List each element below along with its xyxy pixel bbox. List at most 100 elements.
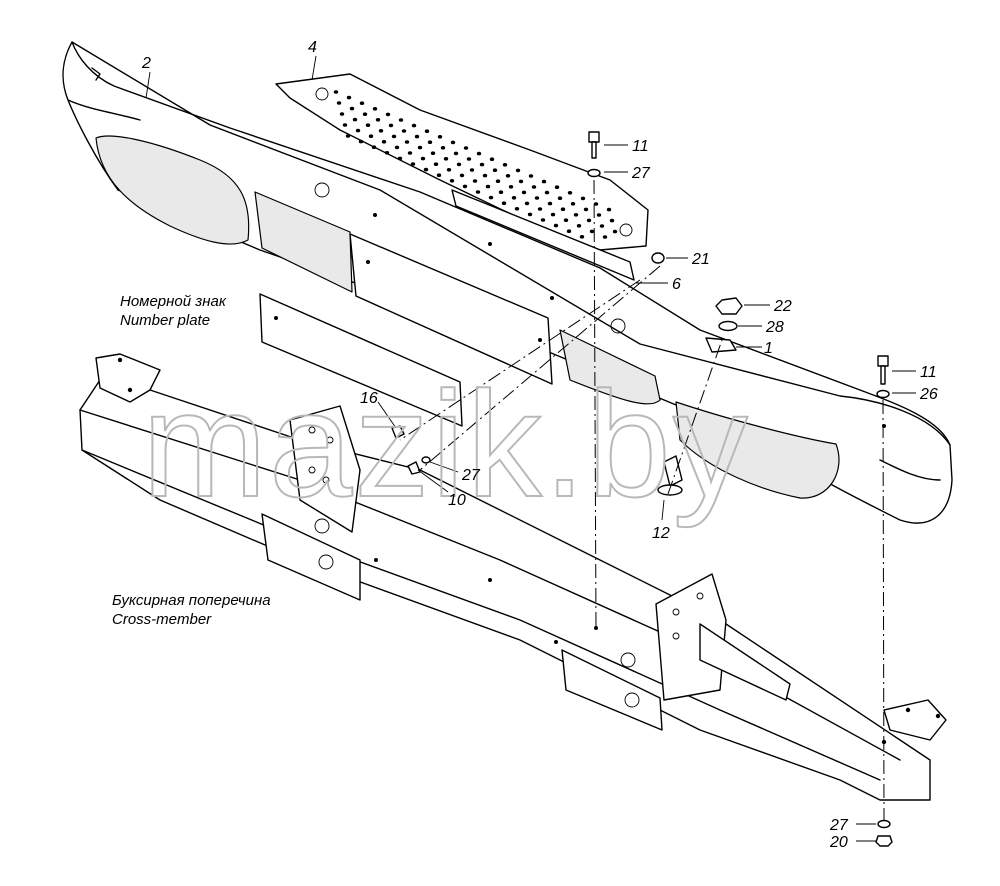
perforation-hole [505, 174, 511, 178]
perforation-hole [540, 218, 546, 222]
perforation-hole [541, 179, 547, 184]
perforation-hole [531, 185, 537, 189]
perforation-hole [583, 207, 589, 212]
perforation-hole [385, 112, 391, 117]
callout-11-upper: 11 [632, 138, 649, 155]
perforation-hole [515, 168, 521, 173]
perforation-hole [437, 135, 443, 139]
callout-27-middle: 27 [461, 467, 481, 484]
perforation-hole [560, 207, 566, 211]
perforation-hole [427, 140, 433, 144]
perforation-hole [391, 134, 397, 139]
perforation-hole [449, 179, 455, 183]
perforation-hole [420, 156, 426, 161]
perforation-hole [518, 179, 524, 184]
perforation-hole [547, 201, 553, 206]
perforation-hole [589, 229, 595, 234]
perforation-hole [502, 163, 508, 167]
perforation-hole [508, 185, 514, 189]
perforation-hole [566, 229, 572, 233]
perforation-hole [462, 184, 468, 189]
callout-28: 28 [765, 319, 784, 336]
perforations [333, 90, 618, 239]
perforation-hole [342, 123, 348, 127]
perforation-hole [476, 151, 482, 156]
perforation-hole [466, 157, 472, 161]
perforation-hole [514, 207, 520, 211]
perforation-hole [359, 101, 365, 105]
callout-4: 4 [308, 39, 317, 56]
perforation-hole [570, 202, 576, 206]
perforation-hole [469, 168, 475, 172]
caption-cross-member-ru: Буксирная поперечина [112, 592, 271, 609]
perforation-hole [485, 184, 491, 189]
callout-22: 22 [773, 298, 792, 315]
bumper [62, 41, 953, 524]
perforation-hole [384, 151, 390, 155]
watermark: mazik.by [142, 360, 750, 528]
perforation-hole [495, 179, 501, 183]
perforation-hole [397, 156, 403, 161]
perforation-hole [479, 162, 485, 167]
callout-20: 20 [829, 834, 848, 851]
fasteners [391, 131, 893, 847]
captions: Номерной знак Number plate Буксирная поп… [112, 293, 271, 628]
perforation-hole [573, 213, 579, 217]
perforation-hole [580, 196, 586, 201]
leader-lines [145, 55, 916, 842]
perforation-hole [407, 151, 413, 155]
callout-26: 26 [919, 386, 938, 403]
perforation-hole [524, 201, 530, 206]
perforation-hole [596, 213, 602, 217]
perforation-hole [417, 145, 423, 150]
perforation-hole [346, 95, 352, 100]
perforation-hole [557, 196, 563, 200]
perforation-hole [430, 151, 436, 155]
perforation-hole [593, 202, 599, 206]
callout-27-lower: 27 [829, 817, 849, 834]
step-plate [275, 73, 649, 281]
perforation-hole [511, 196, 517, 200]
callout-2: 2 [141, 55, 151, 72]
center-lines [399, 179, 885, 821]
perforation-hole [371, 145, 377, 149]
perforation-hole [352, 117, 358, 122]
perforation-hole [579, 235, 585, 239]
perforation-hole [521, 190, 527, 195]
perforation-hole [576, 224, 582, 228]
perforation-hole [602, 235, 608, 239]
perforation-hole [534, 196, 540, 200]
perforation-hole [606, 207, 612, 212]
perforation-hole [450, 140, 456, 145]
perforation-hole [423, 167, 429, 172]
callout-11-right: 11 [920, 364, 937, 381]
callout-27-upper: 27 [631, 165, 651, 182]
perforation-hole [365, 123, 371, 127]
perforation-hole [411, 123, 417, 128]
perforation-hole [501, 201, 507, 205]
number-plate [259, 233, 553, 427]
perforation-hole [453, 151, 459, 156]
perforation-hole [599, 224, 605, 228]
perforation-hole [489, 157, 495, 161]
perforation-hole [537, 207, 543, 211]
perforation-hole [488, 195, 494, 200]
caption-number-plate-en: Number plate [120, 312, 210, 329]
perforation-hole [372, 107, 378, 111]
perforation-hole [355, 128, 361, 133]
caption-cross-member-en: Cross-member [112, 611, 212, 628]
perforation-hole [586, 218, 592, 223]
perforation-hole [433, 162, 439, 166]
perforation-hole [544, 190, 550, 195]
perforation-hole [388, 123, 394, 128]
perforation-hole [563, 218, 569, 222]
perforation-hole [424, 129, 430, 133]
perforation-hole [414, 134, 420, 139]
perforation-hole [475, 190, 481, 194]
perforation-hole [482, 173, 488, 178]
perforation-hole [609, 218, 615, 223]
perforation-hole [375, 118, 381, 122]
perforation-hole [410, 162, 416, 166]
perforation-hole [345, 134, 351, 138]
perforation-hole [567, 191, 573, 195]
